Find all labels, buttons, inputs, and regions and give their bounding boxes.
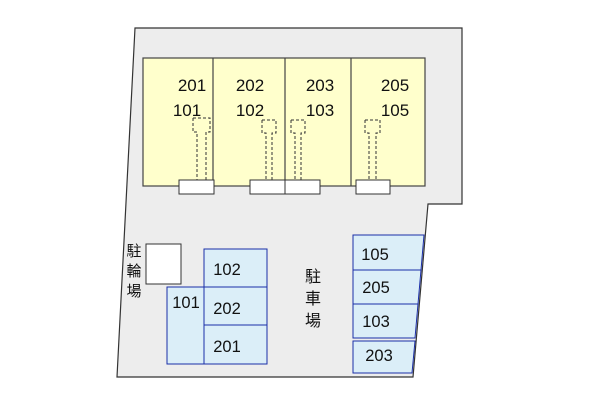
parking-space: 102 [203, 248, 268, 288]
parking-space-box [352, 303, 419, 339]
unit-upper-label: 202 [236, 76, 264, 95]
bicycle-parking: 駐 輪 場 [126, 242, 182, 300]
entrance-pad [355, 179, 391, 195]
parking-space-box [352, 340, 416, 374]
bicycle-parking-label-char: 駐 [126, 242, 141, 260]
car-parking-label-char: 車 [305, 289, 321, 308]
stair-outline [192, 117, 211, 182]
parking-space-label: 101 [172, 294, 200, 312]
entrance-pad [284, 179, 321, 195]
bicycle-parking-label-char: 輪 [126, 262, 141, 280]
parking-space-label: 103 [362, 313, 390, 331]
unit-lower-label: 103 [306, 101, 334, 120]
bicycle-parking-label-char: 場 [126, 282, 141, 300]
parking-space-label: 203 [365, 347, 393, 365]
car-parking-label-char: 駐 [305, 267, 321, 286]
parking-space: 202 [203, 286, 268, 326]
parking-space-label: 102 [213, 261, 241, 279]
parking-space: 105 [352, 234, 425, 271]
building: 201 101 202 102 203 103 205 105 [142, 57, 426, 195]
parking-space-box [166, 286, 205, 365]
building-outline [142, 57, 426, 187]
entrance-pad [249, 179, 286, 195]
car-parking-label: 駐 車 場 [305, 267, 321, 330]
parking-space-label: 201 [213, 338, 241, 356]
car-parking-label-char: 場 [305, 311, 321, 330]
parking-space-box [203, 286, 268, 326]
parking-space: 201 [203, 324, 268, 365]
parking-space-box [203, 248, 268, 288]
parking-space-box [203, 324, 268, 365]
unit-lower-label: 102 [236, 101, 264, 120]
unit-upper-label: 205 [381, 76, 409, 95]
stair-outline [261, 119, 277, 182]
entrance-pad [178, 179, 215, 195]
parking-space: 103 [352, 303, 419, 339]
parking-space: 101 [166, 286, 205, 365]
stair-outline [290, 119, 306, 182]
parking-space-label: 205 [362, 279, 390, 297]
unit-lower-label: 101 [173, 101, 201, 120]
parking-space: 205 [352, 269, 422, 305]
parking-space-label: 105 [361, 246, 389, 264]
unit-lower-label: 105 [381, 101, 409, 120]
stair-outline [364, 119, 381, 182]
parking-space-label: 202 [213, 300, 241, 318]
parking-space: 203 [352, 340, 416, 374]
unit-upper-label: 203 [306, 76, 334, 95]
unit-upper-label: 201 [178, 76, 206, 95]
bicycle-parking-area [145, 243, 182, 285]
